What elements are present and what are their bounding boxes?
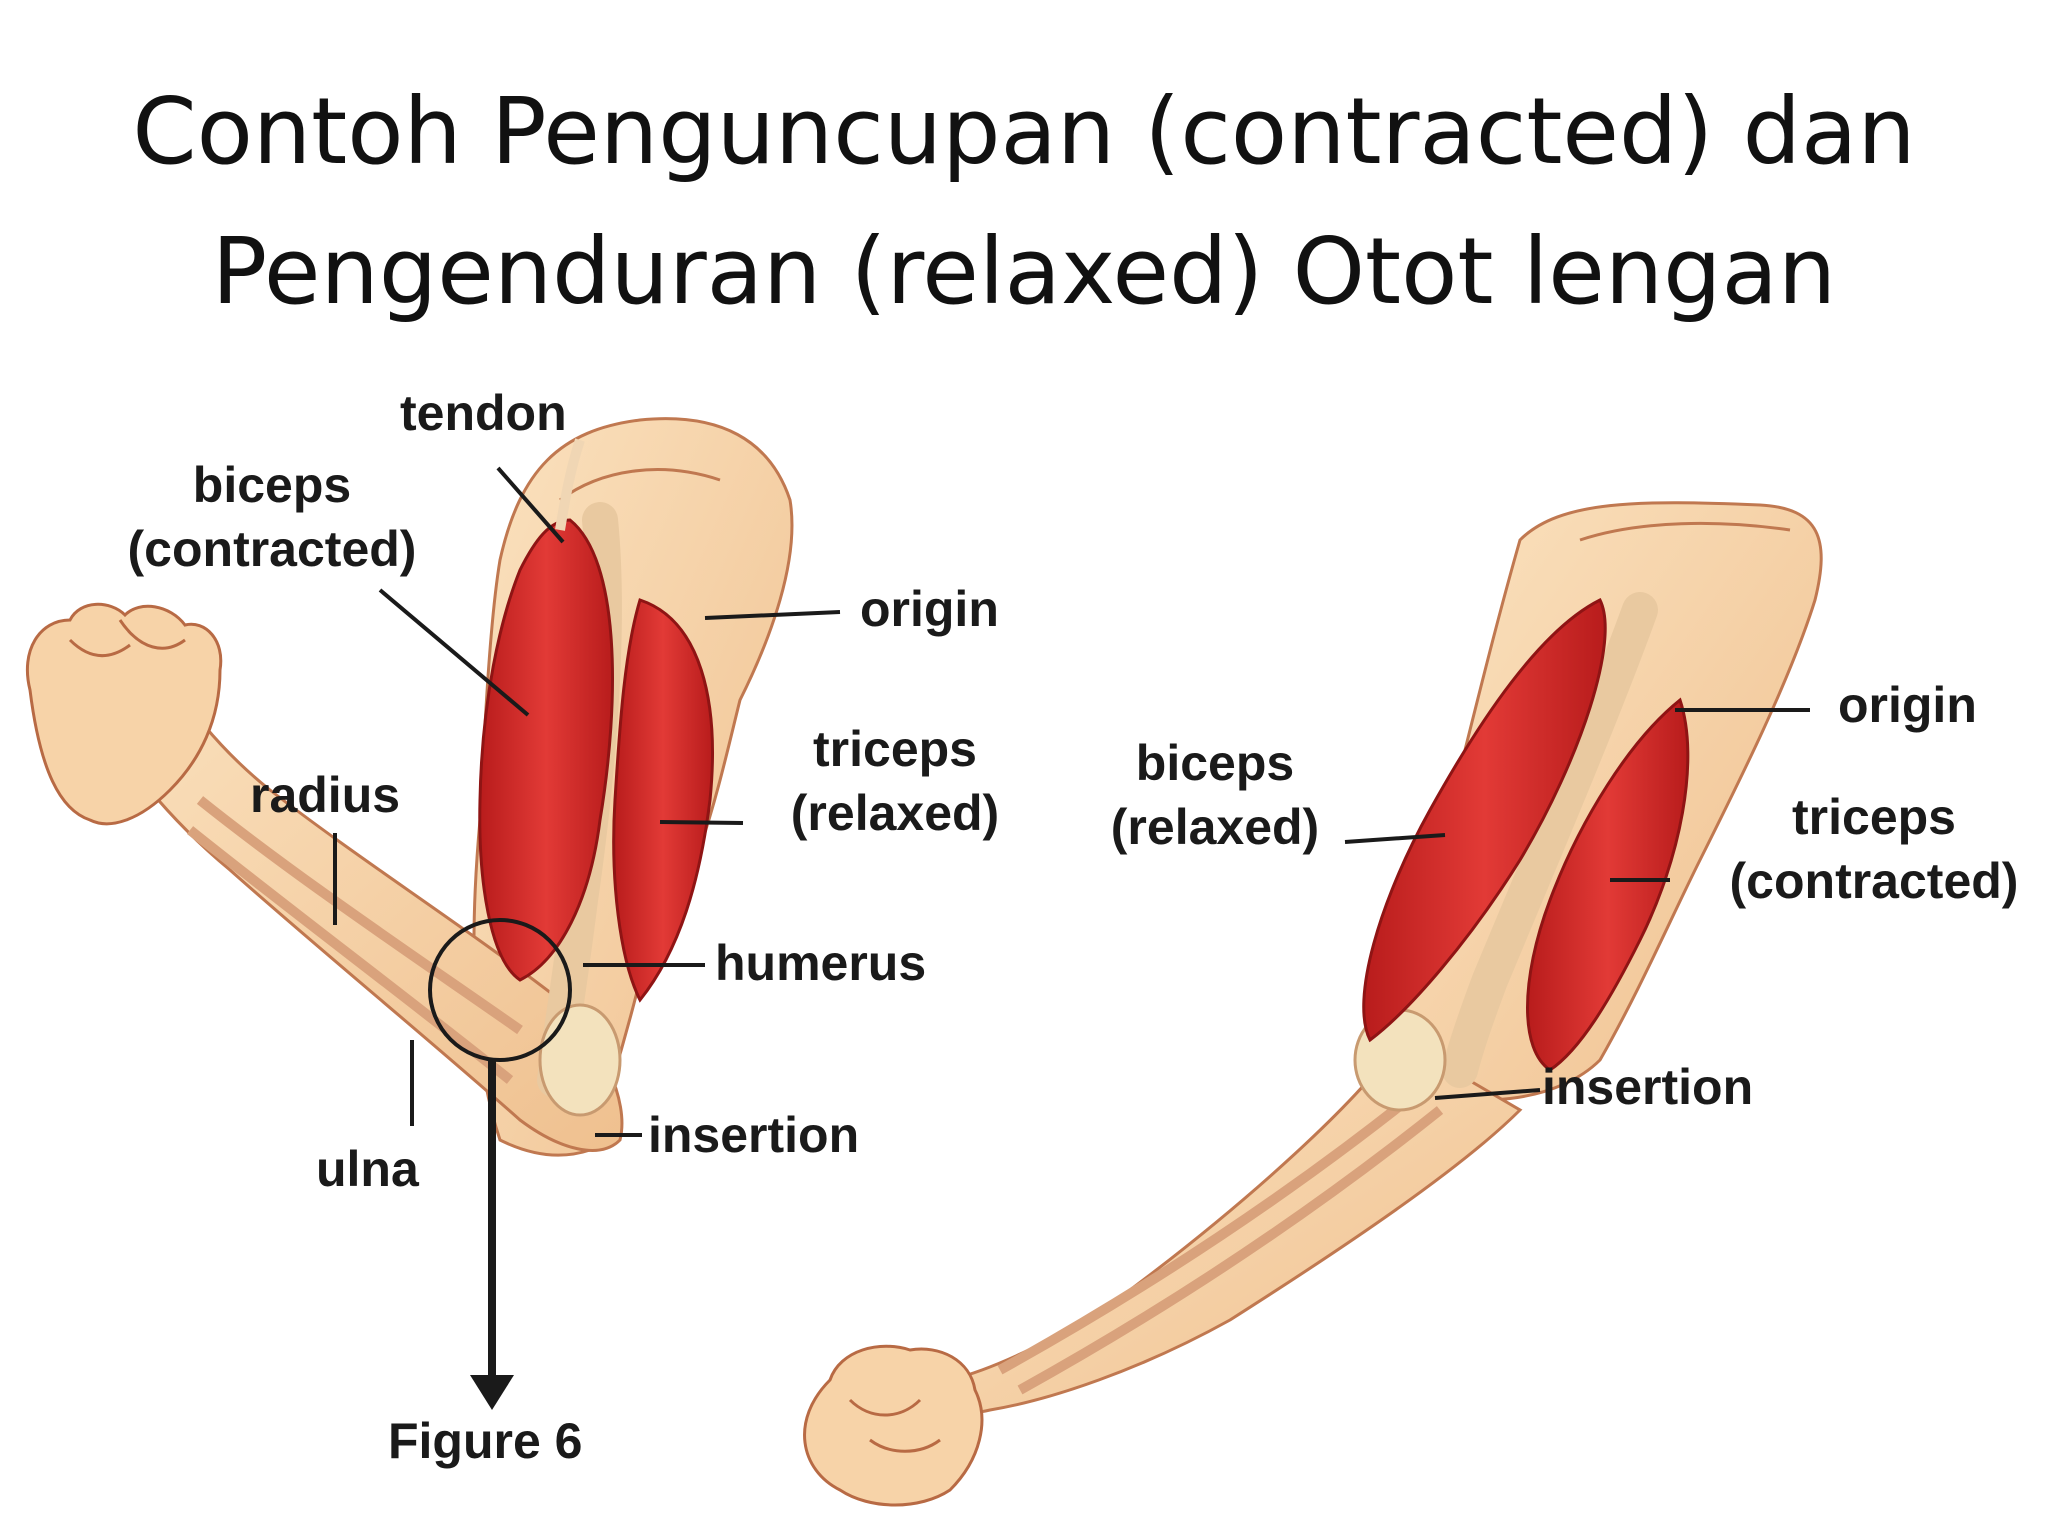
left-leader-lines	[333, 466, 841, 1137]
left-ulna-bone	[186, 826, 514, 1084]
right-arm-illustration	[803, 501, 1823, 1507]
label-tendon: tendon	[400, 385, 567, 441]
label-insertion-right: insertion	[1542, 1059, 1753, 1115]
right-leader-lines	[1344, 708, 1810, 1100]
right-ulna-bone	[1017, 1106, 1444, 1395]
label-biceps-right: biceps	[1136, 735, 1294, 791]
slide-title-line-2: Pengenduran (relaxed) Otot lengan	[211, 218, 1837, 325]
label-ulna: ulna	[316, 1141, 420, 1197]
figure-caption: Figure 6	[388, 1413, 582, 1469]
right-radius-bone	[997, 1086, 1424, 1375]
label-triceps-contracted: (contracted)	[1730, 853, 2019, 909]
label-triceps-relaxed: (relaxed)	[791, 785, 999, 841]
left-tendon	[555, 438, 585, 531]
right-fist	[803, 1344, 984, 1507]
left-biceps-muscle	[478, 518, 614, 982]
figure-arrow-head	[470, 1375, 514, 1410]
right-triceps-muscle	[1526, 697, 1690, 1072]
label-origin-left: origin	[860, 581, 999, 637]
label-origin-right: origin	[1838, 677, 1977, 733]
label-biceps-left: biceps	[193, 457, 351, 513]
left-forearm	[88, 657, 624, 1152]
elbow-joint-circle	[428, 918, 572, 1062]
slide-title-line-1: Contoh Penguncupan (contracted) dan	[132, 78, 1916, 185]
right-humerus-bone	[1442, 592, 1658, 1088]
label-biceps-contracted: (contracted)	[128, 521, 417, 577]
left-labels: tendon biceps (contracted) origin tricep…	[128, 385, 1000, 1469]
label-biceps-relaxed: (relaxed)	[1111, 799, 1319, 855]
label-triceps-right: triceps	[1792, 789, 1956, 845]
left-fist	[25, 602, 223, 826]
left-triceps-muscle	[612, 598, 714, 1003]
left-radius-bone	[196, 796, 523, 1035]
label-triceps-left: triceps	[813, 721, 977, 777]
slide-title: Contoh Penguncupan (contracted) dan Peng…	[0, 62, 2048, 342]
label-insertion-left: insertion	[648, 1107, 859, 1163]
label-radius: radius	[250, 767, 400, 823]
right-biceps-muscle	[1362, 597, 1607, 1043]
right-labels: origin biceps (relaxed) triceps (contrac…	[1111, 677, 2019, 1115]
label-humerus: humerus	[715, 935, 926, 991]
left-arm-illustration	[25, 417, 794, 1410]
